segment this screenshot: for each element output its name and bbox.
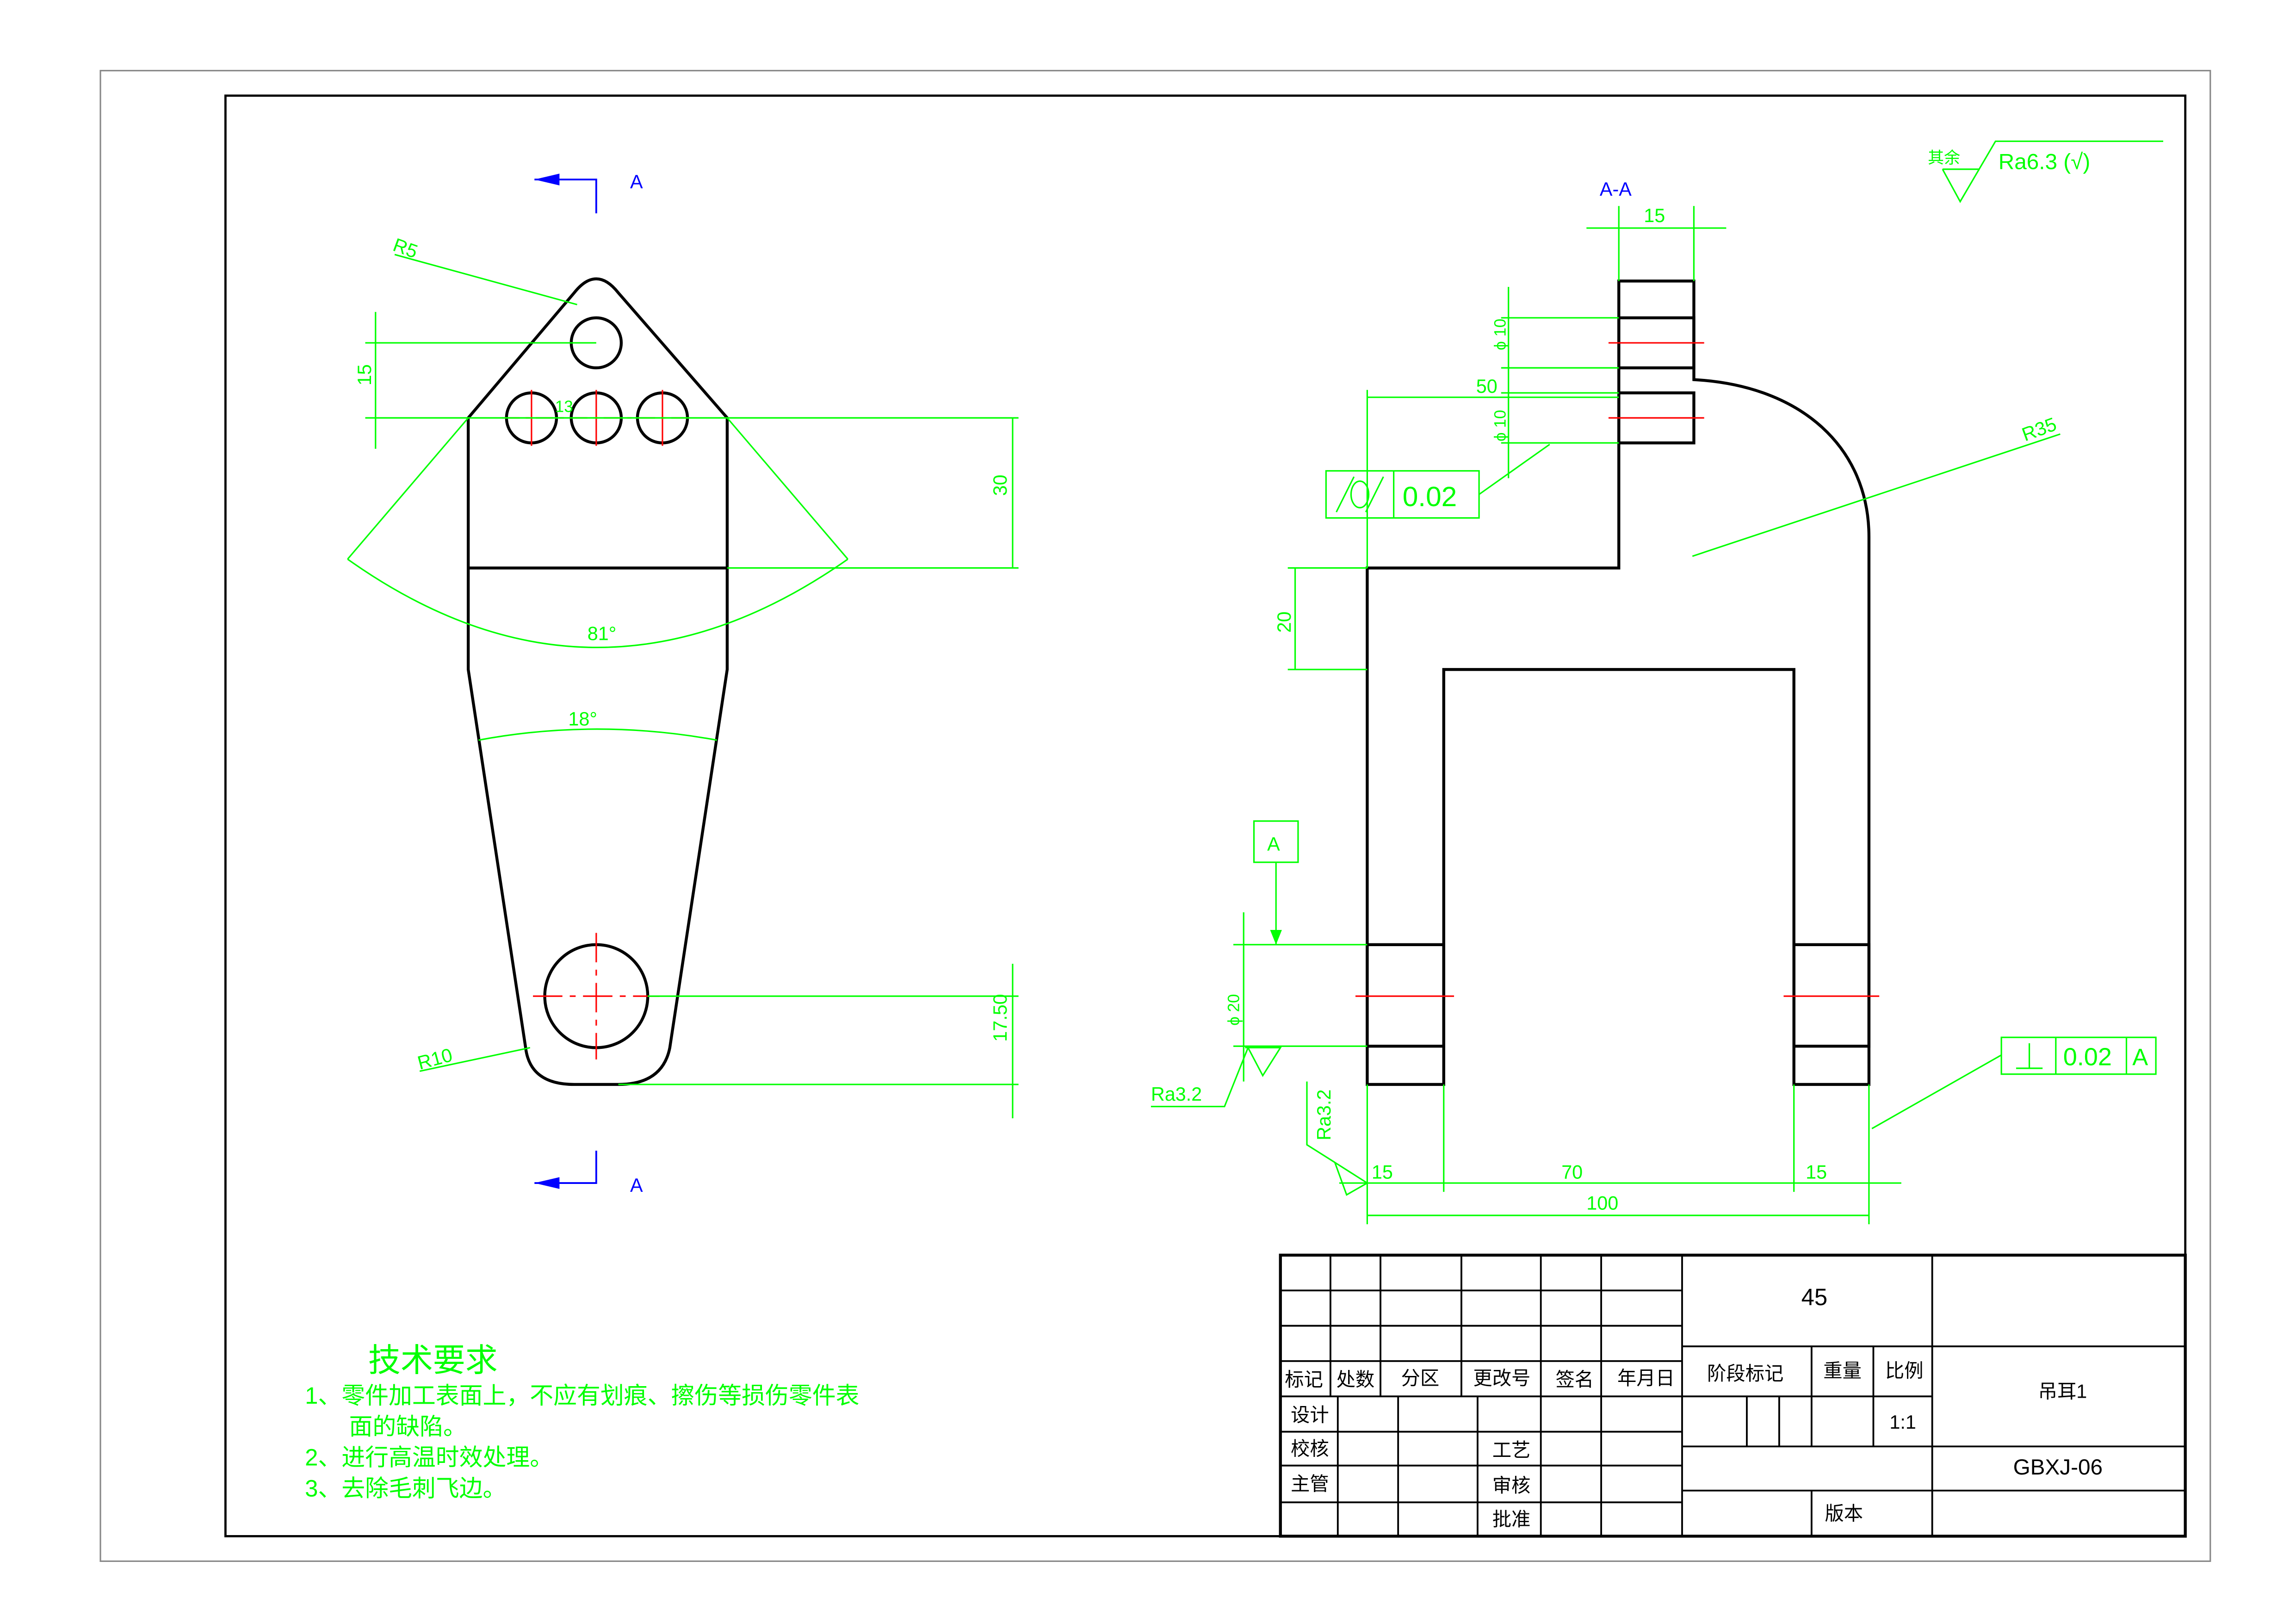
section-arrow-bottom: A <box>534 1151 643 1196</box>
datum-a: A <box>1253 820 1299 863</box>
inner-border <box>224 94 2187 1537</box>
scale-value: 1:1 <box>1889 1412 1916 1433</box>
section-centerlines <box>1355 342 1880 997</box>
dim-r5: R5 <box>390 234 421 262</box>
dim-r10: R10 <box>415 1044 455 1074</box>
flatness-frame: 0.02 <box>1325 470 1480 519</box>
dim-angle-81: 81° <box>588 623 617 644</box>
roughness-ra-bottom: Ra3.2 <box>1313 1090 1335 1140</box>
tech-req-title: 技术要求 <box>368 1342 498 1378</box>
section-view-title: A-A <box>1600 179 1632 200</box>
dim-30: 30 <box>990 475 1011 496</box>
dim-20: 20 <box>1274 612 1295 633</box>
tech-req-line: 面的缺陷。 <box>349 1413 467 1440</box>
dim-50: 50 <box>1476 376 1498 397</box>
label-check: 校核 <box>1291 1438 1329 1459</box>
perpendicularity-frame: 0.02 A <box>2000 1036 2157 1075</box>
label-supervisor: 主管 <box>1291 1474 1329 1495</box>
datum-triangle <box>1270 930 1282 945</box>
section-dimensions <box>1151 206 2061 1225</box>
technical-requirements: 技术要求 1、零件加工表面上，不应有划痕、擦伤等损伤零件表 面的缺陷。 2、进行… <box>305 1342 859 1501</box>
header-date: 年月日 <box>1617 1368 1675 1389</box>
perpendicular-icon <box>2016 1043 2043 1069</box>
dim-r35: R35 <box>2019 413 2059 445</box>
dim-angle-18: 18° <box>568 708 597 730</box>
section-label-bottom: A <box>630 1175 643 1196</box>
section-arrow-top: A <box>534 171 643 214</box>
header-signature: 签名 <box>1555 1369 1594 1390</box>
section-view: A-A <box>1151 179 2157 1225</box>
general-roughness-note: 其余 Ra6.3 (√) <box>1928 140 2163 203</box>
dim-phi20: ϕ 20 <box>1225 994 1243 1026</box>
section-label-top: A <box>630 171 643 192</box>
flatness-tolerance: 0.02 <box>1403 481 1457 512</box>
dim-100: 100 <box>1586 1192 1618 1214</box>
header-change-no: 更改号 <box>1473 1368 1530 1389</box>
label-scale: 比例 <box>1885 1360 1924 1381</box>
material: 45 <box>1801 1284 1828 1310</box>
label-approve: 批准 <box>1492 1509 1531 1530</box>
perpendicularity-datum: A <box>2132 1044 2148 1071</box>
header-count: 处数 <box>1337 1369 1375 1390</box>
front-view-dimensions <box>347 254 1019 1119</box>
dim-15: 15 <box>354 364 375 385</box>
dim-70: 70 <box>1561 1162 1583 1183</box>
drawing-number: GBXJ-06 <box>2013 1455 2103 1480</box>
flatness-icon <box>1336 476 1384 513</box>
label-process: 工艺 <box>1492 1440 1531 1461</box>
label-stage-mark: 阶段标记 <box>1707 1363 1783 1384</box>
dim-phi10-a: ϕ 10 <box>1491 319 1509 350</box>
roughness-prefix: 其余 <box>1928 149 1960 167</box>
tech-req-line: 1、零件加工表面上，不应有划痕、擦伤等损伤零件表 <box>305 1382 859 1409</box>
front-view: R5 15 13 30 81° 18° 17.50 R10 A A <box>347 171 1019 1196</box>
dim-15-top: 15 <box>1644 205 1665 226</box>
dim-17-50: 17.50 <box>990 994 1011 1041</box>
roughness-ra-left: Ra3.2 <box>1151 1084 1202 1105</box>
header-mark: 标记 <box>1285 1369 1323 1390</box>
outer-frame <box>99 70 2211 1562</box>
perpendicularity-tolerance: 0.02 <box>2063 1043 2112 1071</box>
label-review: 审核 <box>1492 1475 1531 1496</box>
roughness-value: Ra6.3 (√) <box>1999 150 2090 174</box>
dim-13: 13 <box>555 398 573 416</box>
tech-req-line: 2、进行高温时效处理。 <box>305 1444 553 1471</box>
title-block: 标记 处数 分区 更改号 签名 年月日 设计 校核 主管 工艺 审核 批准 45… <box>1279 1253 2187 1538</box>
dim-15-left: 15 <box>1372 1162 1393 1183</box>
part-outline <box>466 277 729 1086</box>
label-weight: 重量 <box>1823 1360 1862 1381</box>
label-version: 版本 <box>1825 1503 1863 1524</box>
part-name: 吊耳1 <box>2038 1381 2087 1402</box>
dim-15-right: 15 <box>1806 1162 1827 1183</box>
header-zone: 分区 <box>1401 1368 1440 1389</box>
label-design: 设计 <box>1291 1404 1329 1425</box>
datum-label: A <box>1267 833 1280 855</box>
section-outline <box>1366 279 1871 1086</box>
tech-req-line: 3、去除毛刺飞边。 <box>305 1475 506 1501</box>
dim-phi10-b: ϕ 10 <box>1491 410 1509 441</box>
